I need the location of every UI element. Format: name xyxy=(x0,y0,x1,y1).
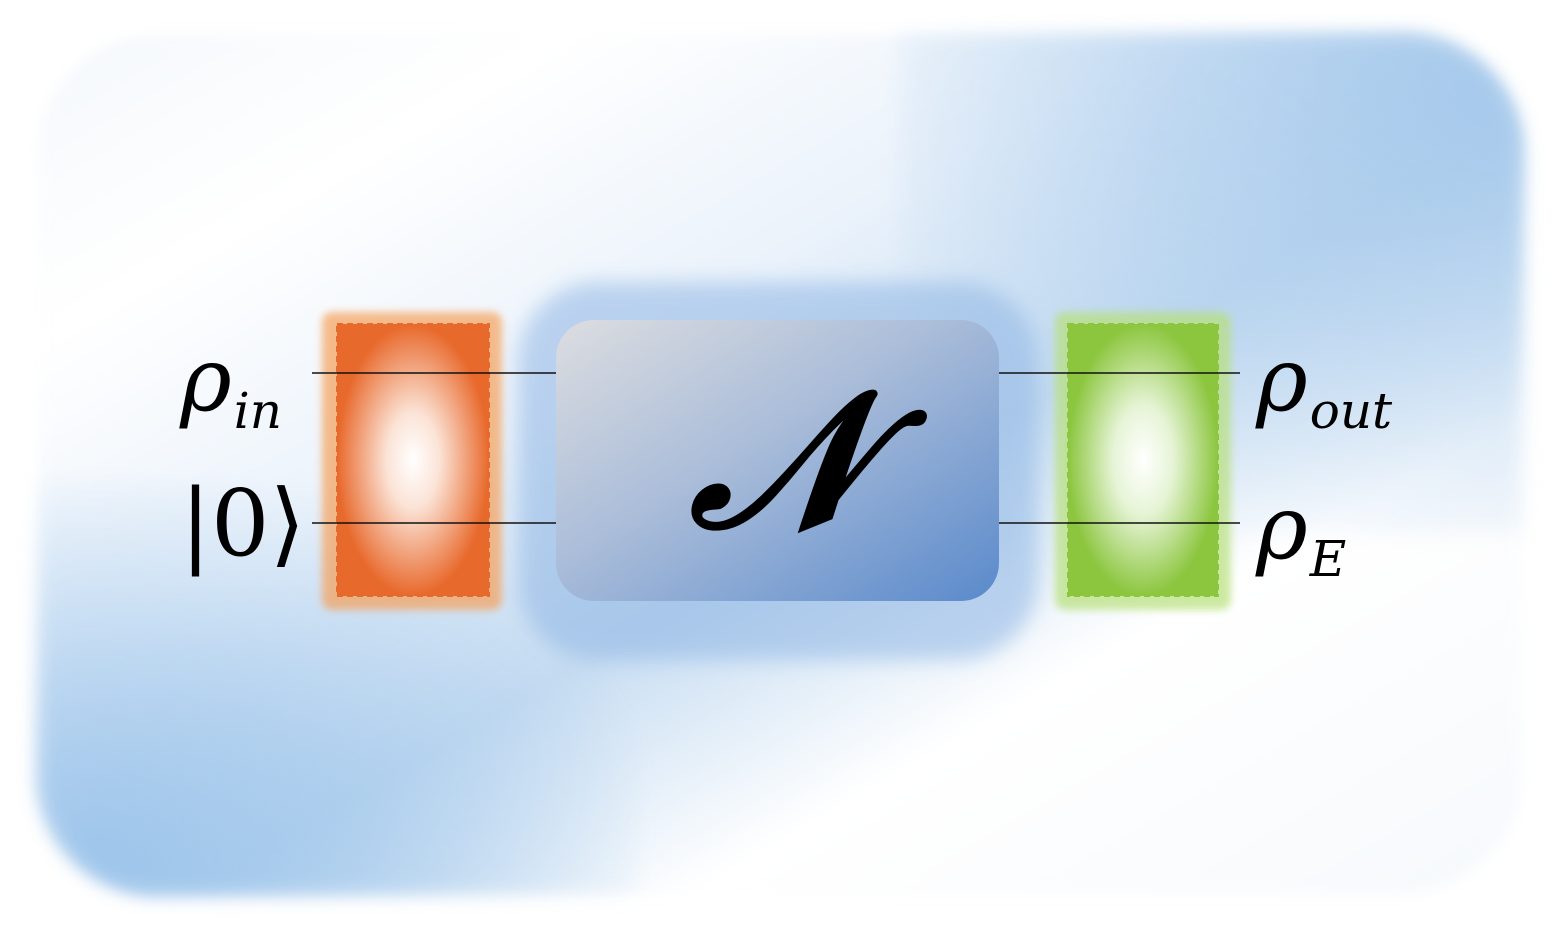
input-system-symbol: ρ xyxy=(180,328,232,431)
encoder-unitary[interactable] xyxy=(336,323,490,597)
output-environment-subscript: E xyxy=(1309,530,1347,588)
input-system-subscript: in xyxy=(233,382,282,440)
input-environment-ket: |0⟩ xyxy=(180,470,306,577)
output-system-symbol: ρ xyxy=(1256,328,1308,431)
output-environment-symbol: ρ xyxy=(1256,476,1308,579)
channel-symbol: 𝒩 xyxy=(689,348,873,571)
output-system-label: ρout xyxy=(1256,336,1392,437)
output-environment-label: ρE xyxy=(1256,484,1346,585)
decoder-unitary[interactable] xyxy=(1067,323,1219,597)
channel-box[interactable] xyxy=(556,320,999,601)
output-system-subscript: out xyxy=(1309,382,1393,440)
input-system-label: ρin xyxy=(180,336,282,437)
